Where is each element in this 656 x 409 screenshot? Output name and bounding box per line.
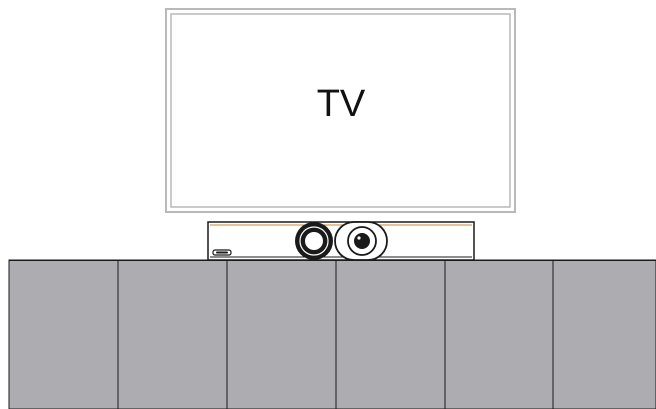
cabinet-body <box>9 260 656 409</box>
speaker-icon <box>295 222 333 260</box>
video-bar-device <box>208 222 474 260</box>
device-logo-badge-inner <box>216 252 228 254</box>
tv: TV <box>166 9 515 212</box>
camera-lens-icon <box>335 222 387 260</box>
cabinet <box>9 260 656 409</box>
tv-label: TV <box>317 83 366 125</box>
